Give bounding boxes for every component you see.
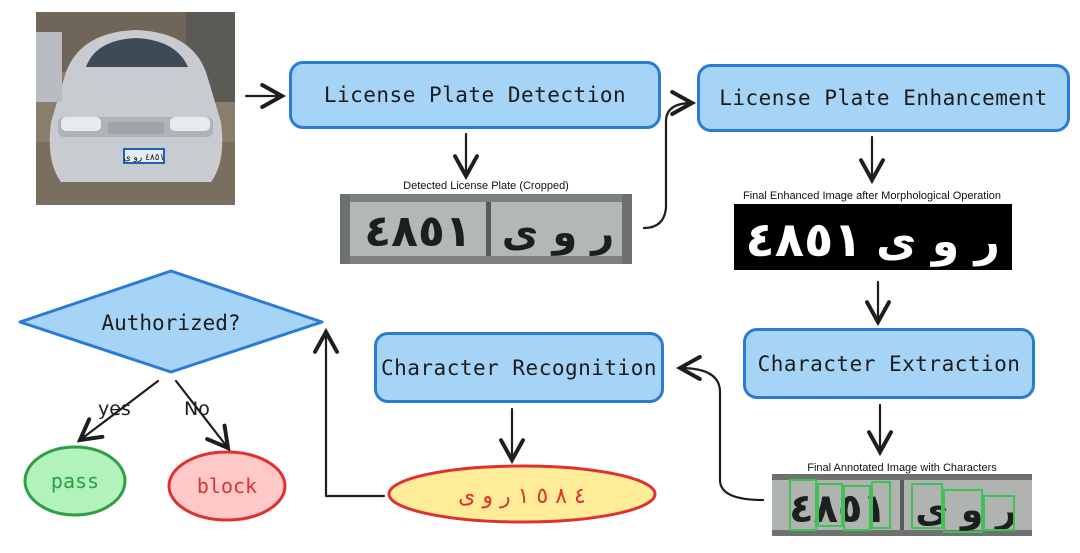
- character-extraction-label: Character Extraction: [757, 351, 1021, 376]
- pass-ellipse: [23, 445, 127, 517]
- char-box: [983, 495, 1015, 531]
- svg-text:٤٨٥١ رو ى: ٤٨٥١ رو ى: [124, 153, 165, 163]
- char-box: [817, 483, 843, 527]
- plate-letters: ر و ى: [502, 210, 614, 256]
- authorized-decision-diamond: [18, 269, 324, 374]
- authorized-decision-label: Authorized?: [101, 311, 240, 335]
- license-plate-enhancement-box: License Plate Enhancement: [697, 64, 1070, 132]
- license-plate-detection-box: License Plate Detection: [289, 61, 661, 129]
- character-recognition-label: Character Recognition: [380, 355, 657, 380]
- arrow-crop-to-enhancement: [642, 90, 697, 230]
- enhanced-plate-image: ٤٨٥١ ر و ى: [734, 204, 1012, 270]
- detected-plate-caption: Detected License Plate (Cropped): [403, 180, 569, 192]
- arrow-annotated-to-recognition: [675, 355, 765, 502]
- block-label: block: [197, 474, 257, 498]
- license-plate-enhancement-label: License Plate Enhancement: [719, 86, 1048, 110]
- recognized-text-ellipse: [387, 464, 657, 524]
- block-ellipse: [167, 450, 287, 522]
- annotated-image-caption: Final Annotated Image with Characters: [807, 462, 997, 474]
- pass-label: pass: [51, 469, 99, 493]
- detected-plate-image: ٤٨٥١ ر و ى: [340, 194, 632, 264]
- arrow-result-to-decision: [313, 327, 386, 498]
- char-box: [871, 481, 891, 529]
- license-plate-detection-label: License Plate Detection: [323, 83, 627, 107]
- car-photo: ٤٨٥١ رو ى: [36, 12, 235, 205]
- character-recognition-box: Character Recognition: [374, 332, 664, 403]
- edge-label-no: No: [184, 398, 210, 420]
- arrow-decision-to-block: [174, 379, 231, 452]
- character-extraction-box: Character Extraction: [743, 328, 1035, 399]
- arrow-decision-to-pass: [76, 379, 160, 443]
- char-box: [943, 489, 983, 533]
- enhanced-image-caption: Final Enhanced Image after Morphological…: [742, 190, 1002, 202]
- annotated-plate-image: ٤٨٥١ ر و ى: [772, 474, 1032, 536]
- char-box: [843, 485, 871, 531]
- enhanced-digits: ٤٨٥١: [745, 212, 862, 268]
- plate-digits: ٤٨٥١: [364, 206, 471, 257]
- char-box: [911, 483, 943, 529]
- enhanced-letters: ر و ى: [876, 216, 1000, 267]
- recognized-text: ٤ ٨ ٥ ١ ر و ى: [458, 484, 586, 509]
- char-box: [789, 479, 817, 531]
- edge-label-yes: yes: [98, 398, 131, 420]
